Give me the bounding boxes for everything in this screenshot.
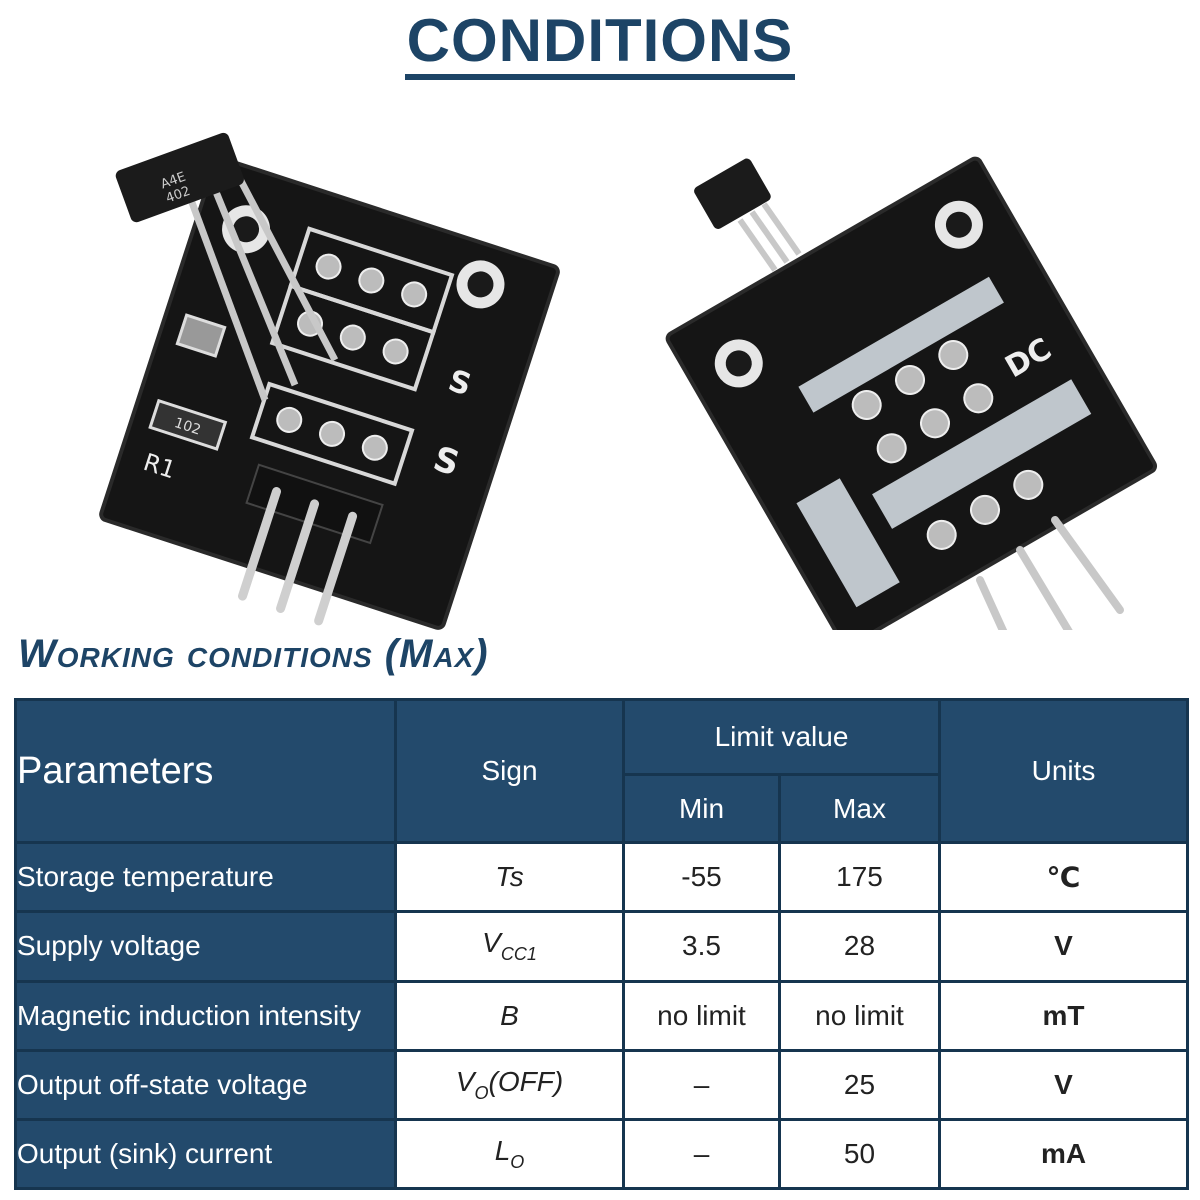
row-parameter: Output (sink) current xyxy=(14,1117,397,1191)
header-parameters: Parameters xyxy=(14,697,397,845)
row-sign: VCC1 xyxy=(394,910,625,983)
row-parameter: Storage temperature xyxy=(14,841,397,914)
working-conditions-table: Parameters Sign Limit value Units Min Ma… xyxy=(14,697,1189,1191)
row-sign-subscript: O xyxy=(474,1082,489,1103)
row-max: 175 xyxy=(778,841,941,914)
row-min: -55 xyxy=(622,841,781,914)
header-sign: Sign xyxy=(394,697,625,845)
row-sign-text: L xyxy=(494,1134,511,1166)
row-sign: LO xyxy=(394,1117,625,1191)
header-units: Units xyxy=(938,697,1189,845)
row-parameter: Output off-state voltage xyxy=(14,1048,397,1121)
sensor-module-back-image: DC xyxy=(665,156,1158,630)
row-sign-text: V xyxy=(455,1065,475,1097)
row-unit: mT xyxy=(938,979,1189,1052)
row-unit: V xyxy=(938,1048,1189,1121)
row-sign-subscript: O xyxy=(510,1151,525,1172)
row-unit: ℃ xyxy=(938,841,1189,914)
page-title: CONDITIONS xyxy=(0,6,1200,80)
row-parameter: Magnetic induction intensity xyxy=(14,979,397,1052)
table-subheader-row: Min Max xyxy=(16,773,1188,845)
row-max: no limit xyxy=(778,979,941,1052)
header-min: Min xyxy=(622,773,781,845)
row-min: – xyxy=(622,1117,781,1191)
row-max: 25 xyxy=(778,1048,941,1121)
row-max: 50 xyxy=(778,1117,941,1191)
header-limit-value: Limit value xyxy=(622,697,941,777)
row-min: 3.5 xyxy=(622,910,781,983)
table-row: Output off-state voltage VO(OFF) – 25 V xyxy=(14,1048,1189,1121)
row-sign-text: Ts xyxy=(495,861,524,893)
row-sign: Ts xyxy=(394,841,625,914)
row-sign-subscript: CC1 xyxy=(500,944,537,965)
row-min: no limit xyxy=(622,979,781,1052)
row-parameter: Supply voltage xyxy=(14,910,397,983)
table-header-row: Parameters Sign Limit value Units xyxy=(14,697,1189,845)
table-row: Output (sink) current LO – 50 mA xyxy=(14,1117,1189,1191)
row-sign-text: B xyxy=(500,999,519,1031)
silk-102-label: 102 xyxy=(172,415,202,438)
working-conditions-heading: Working conditions (Max) xyxy=(18,632,489,676)
row-unit: mA xyxy=(938,1117,1189,1191)
row-sign: VO(OFF) xyxy=(394,1048,625,1121)
table-row: Storage temperature Ts -55 175 ℃ xyxy=(14,841,1189,914)
row-sign-suffix: (OFF) xyxy=(488,1065,564,1097)
table-row: Supply voltage VCC1 3.5 28 V xyxy=(14,910,1189,983)
header-max: Max xyxy=(778,773,941,845)
page-title-text: CONDITIONS xyxy=(404,8,796,80)
row-unit: V xyxy=(938,910,1189,983)
row-sign: B xyxy=(394,979,625,1052)
row-sign-text: V xyxy=(482,927,501,959)
row-min: – xyxy=(622,1048,781,1121)
row-max: 28 xyxy=(778,910,941,983)
table-row: Magnetic induction intensity B no limit … xyxy=(14,979,1189,1052)
sensor-module-front-image: 102 R1 S S A4E 402 xyxy=(99,132,560,630)
